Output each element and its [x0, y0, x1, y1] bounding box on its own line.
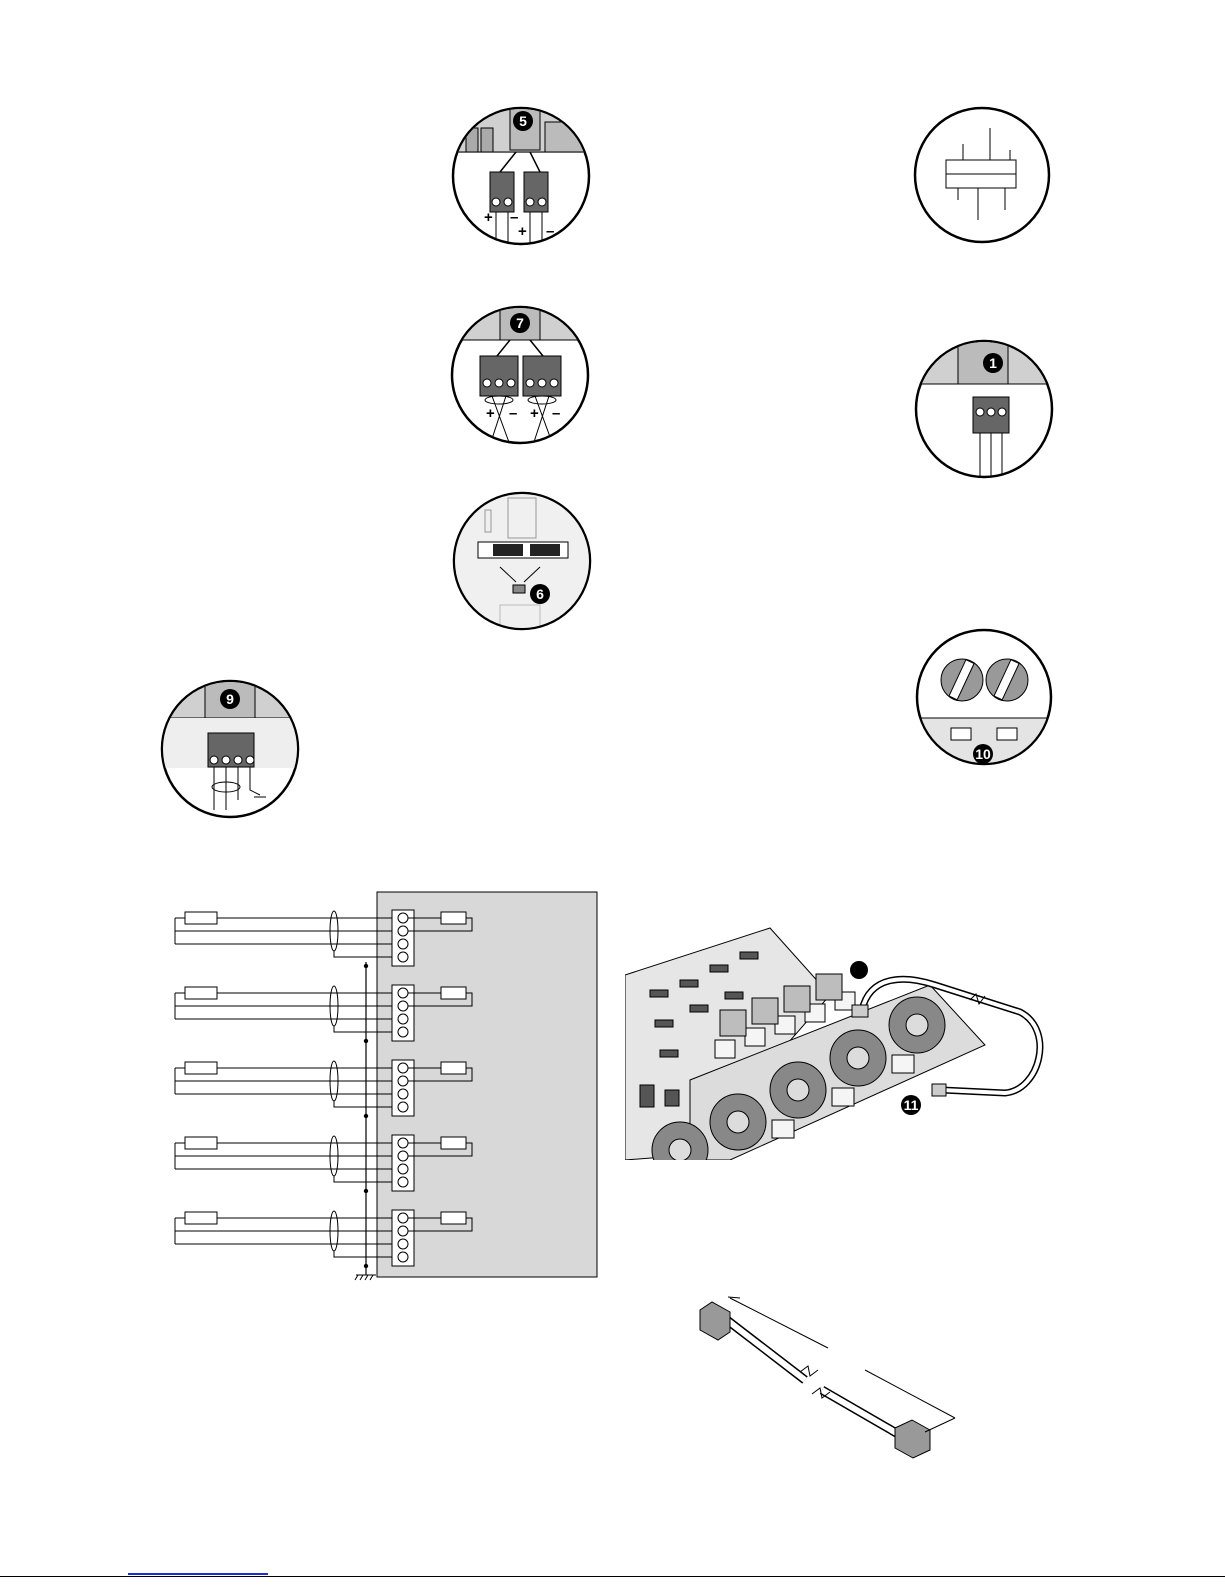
- rj-cable-illustration: [700, 1297, 955, 1458]
- polarity-minus: –: [509, 405, 517, 422]
- footer-link-underline[interactable]: [128, 1573, 268, 1575]
- detail-7-connector-pair: 7 + – + –: [440, 306, 600, 445]
- callout-10: 10: [975, 746, 991, 762]
- detail-1-connector: 1: [910, 340, 1060, 480]
- polarity-plus: +: [484, 209, 493, 226]
- polarity-plus: +: [518, 223, 527, 240]
- detail-9-shielded-connector: 9: [150, 680, 310, 817]
- callout-1: 1: [989, 355, 997, 371]
- bus-wiring-schematic: [175, 892, 597, 1280]
- detail-6-jumpers: 6: [440, 490, 610, 635]
- page-footer-rule: [0, 1576, 1225, 1577]
- callout-11: 11: [904, 1097, 919, 1113]
- callout-9: 9: [226, 691, 234, 707]
- polarity-minus: –: [546, 223, 554, 240]
- polarity-plus: +: [530, 405, 539, 422]
- callout-6: 6: [536, 586, 544, 602]
- callout-5: 5: [519, 113, 527, 129]
- detail-5-connector-pair: 5 + – + –: [440, 106, 605, 250]
- polarity-plus: +: [486, 405, 495, 422]
- circuit-board-illustration: 11: [625, 928, 1040, 1178]
- callout-7: 7: [516, 315, 524, 331]
- polarity-minus: –: [552, 405, 560, 422]
- detail-10-dip-switches: 10: [915, 630, 1055, 768]
- detail-header-pins: [915, 108, 1049, 242]
